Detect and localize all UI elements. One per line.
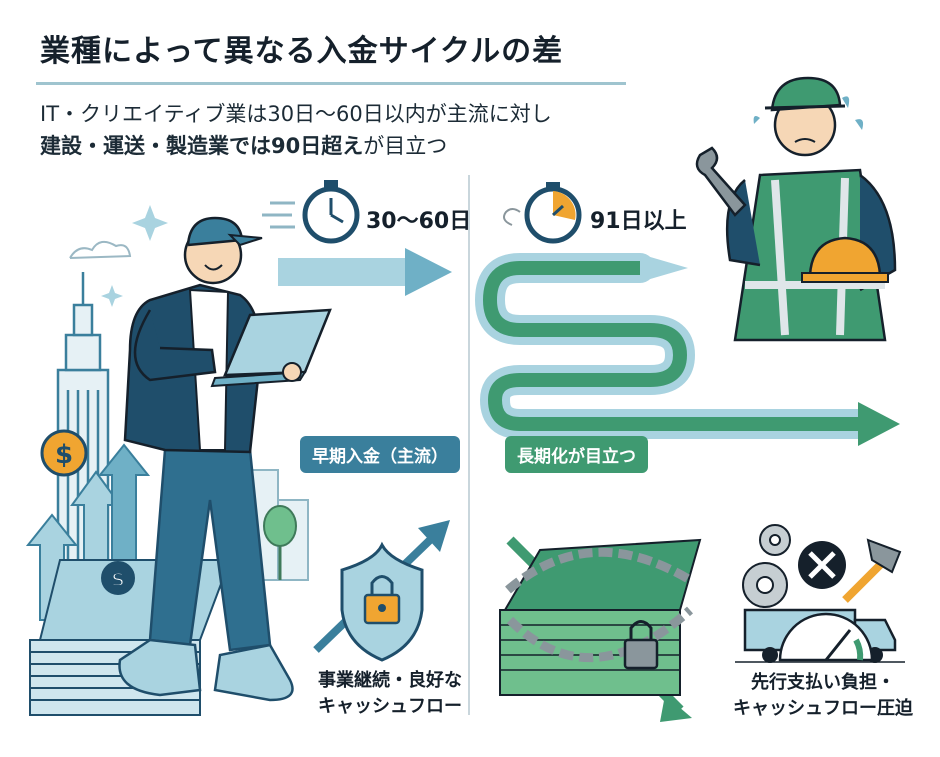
hardhat-icon <box>801 236 889 283</box>
svg-text:$: $ <box>55 440 73 470</box>
padlock-shield-icon <box>313 520 450 662</box>
left-caption-line-2: キャッシュフロー <box>318 696 462 717</box>
early-payment-badge: 早期入金（主流） <box>300 436 460 473</box>
long-cycle-badge: 長期化が目立つ <box>505 436 648 473</box>
money-stack-icon: $ <box>29 559 232 716</box>
person-with-laptop <box>118 216 332 702</box>
long-cycle-arrow <box>474 253 900 446</box>
gauge-icon <box>778 612 874 662</box>
construction-worker <box>725 76 897 342</box>
cloud-icon <box>69 240 132 259</box>
sparkle-icon <box>101 205 168 307</box>
cross-icon <box>798 541 846 589</box>
left-duration-label: 30〜60日 <box>366 209 472 234</box>
hammer-icon <box>842 538 902 603</box>
svg-text:$: $ <box>111 567 125 591</box>
right-caption: 先行支払い負担・ キャッシュフロー圧迫 <box>728 670 918 722</box>
right-duration-label: 91日以上 <box>590 209 687 234</box>
short-cycle-arrow <box>278 248 452 296</box>
right-caption-line-2: キャッシュフロー圧迫 <box>733 698 913 719</box>
center-divider <box>468 175 470 715</box>
subtitle-line-2: 建設・運送・製造業では90日超えが目立つ <box>40 130 447 160</box>
wrench-icon <box>695 146 747 217</box>
stopwatch-icon <box>503 182 582 244</box>
page-title: 業種によって異なる入金サイクルの差 <box>40 34 564 69</box>
tree-icon <box>263 505 297 580</box>
gear-icon <box>742 524 791 608</box>
left-caption-line-1: 事業継続・良好な <box>318 670 462 691</box>
stopwatch-icon <box>262 180 360 244</box>
chained-money-icon <box>499 536 702 722</box>
subtitle-line-1: IT・クリエイティブ業は30日〜60日以内が主流に対し <box>40 102 552 126</box>
left-caption: 事業継続・良好な キャッシュフロー <box>318 668 462 720</box>
subtitle-emphasis: 建設・運送・製造業では90日超え <box>40 134 364 158</box>
right-caption-line-1: 先行支払い負担・ <box>751 672 895 693</box>
title-underline <box>36 82 626 85</box>
dollar-coin-icon: $ <box>40 429 88 477</box>
subtitle-rest: が目立つ <box>363 134 448 158</box>
